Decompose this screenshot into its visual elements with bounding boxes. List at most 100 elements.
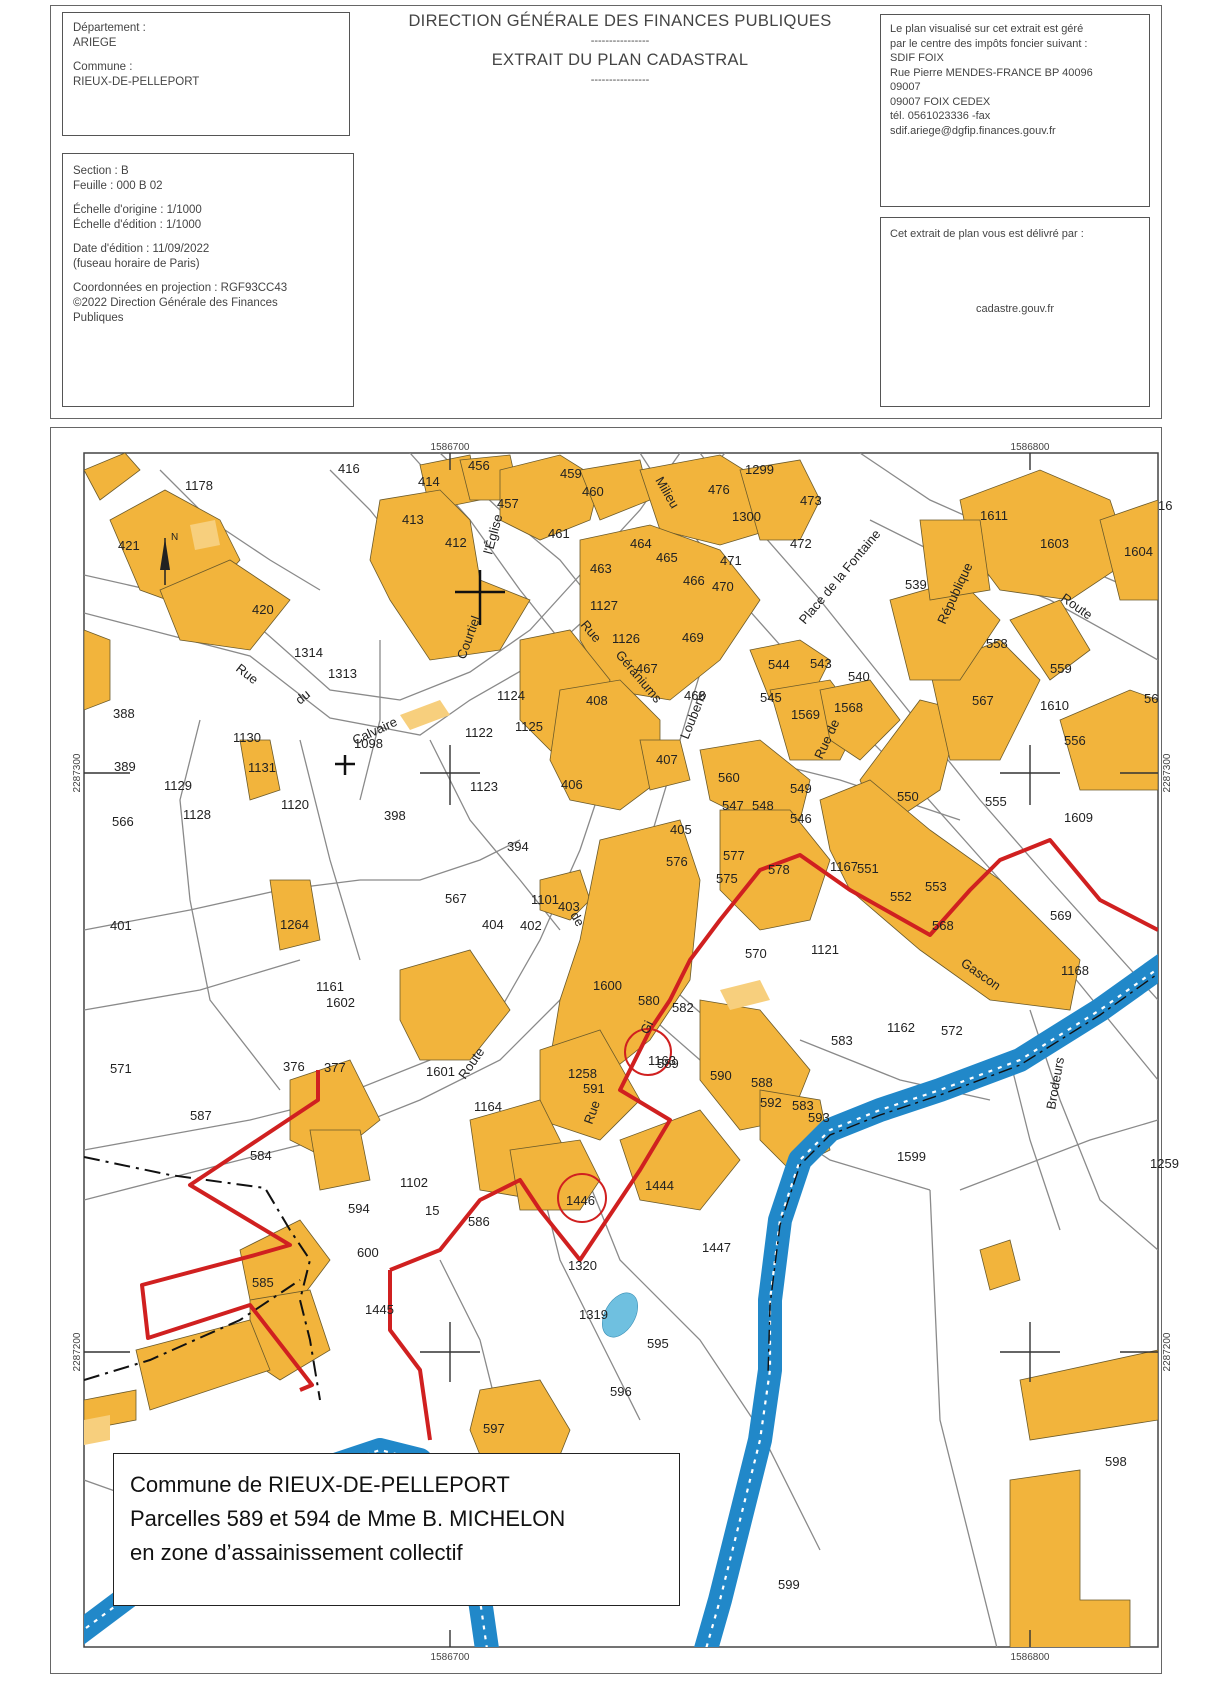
parcel-number-572: 572 <box>941 1023 963 1038</box>
coord-right-lower: 2287200 <box>1162 1332 1173 1371</box>
centre-line-2: par le centre des impôts foncier suivant… <box>890 37 1088 50</box>
parcel-number-551: 551 <box>857 861 879 876</box>
dept-value: ARIEGE <box>73 37 117 49</box>
parcel-number-1601: 1601 <box>426 1064 455 1079</box>
calvary-cross-icon <box>335 755 355 775</box>
parcel-number-569: 569 <box>1050 908 1072 923</box>
parcel-number-578: 578 <box>768 862 790 877</box>
parcel-number-1131: 1131 <box>248 760 276 775</box>
parcel-number-583: 583 <box>831 1033 853 1048</box>
commune-limit-east <box>767 972 1158 1376</box>
building <box>919 519 991 601</box>
parcel-number-1126: 1126 <box>612 631 640 646</box>
zone-boundary-east <box>389 838 1158 1272</box>
parcel-number-1447: 1447 <box>702 1240 731 1255</box>
delivered-by-box: Cet extrait de plan vous est délivré par… <box>880 217 1150 407</box>
parcel-number-1120: 1120 <box>281 797 309 812</box>
building <box>719 809 831 931</box>
parcel-number-1161: 1161 <box>316 979 344 994</box>
title-dashes-2: ---------------- <box>590 74 650 86</box>
parcel-number-582: 582 <box>672 1000 694 1015</box>
parcel-number-473: 473 <box>800 493 822 508</box>
parcel-number-414: 414 <box>418 474 440 489</box>
parcel-number-539: 539 <box>905 577 927 592</box>
building <box>309 1129 371 1191</box>
parcel-number-406: 406 <box>561 777 583 792</box>
scale-origin: Échelle d'origine : 1/1000 <box>73 204 202 216</box>
building <box>135 1319 271 1411</box>
parcel-number-556: 556 <box>1064 733 1086 748</box>
parcel-number-545: 545 <box>760 690 782 705</box>
parcel-number-388: 388 <box>113 706 135 721</box>
parcel-number-1163: 1163 <box>648 1053 676 1068</box>
parcel-number-398: 398 <box>384 808 406 823</box>
parcel-number-596: 596 <box>610 1384 632 1399</box>
parcel-number-1600: 1600 <box>593 978 622 993</box>
parcel-number-467: 467 <box>636 661 658 676</box>
dgfip-title: DIRECTION GÉNÉRALE DES FINANCES PUBLIQUE… <box>408 12 832 30</box>
parcel-number-1599: 1599 <box>897 1149 926 1164</box>
parcel-number-1098: 1098 <box>354 736 383 751</box>
parcel-number-597: 597 <box>483 1421 505 1436</box>
parcel-number-1604: 1604 <box>1124 544 1153 559</box>
centre-email: sdif.ariege@dgfip.finances.gouv.fr <box>890 124 1056 137</box>
parcel-number-1168: 1168 <box>1061 963 1089 978</box>
parcel-number-575: 575 <box>716 871 738 886</box>
parcel-number-540: 540 <box>848 669 870 684</box>
parcel-number-1320: 1320 <box>568 1258 597 1273</box>
centre-line-6: 09007 FOIX CEDEX <box>890 95 991 108</box>
grid-crosses <box>84 453 1158 1647</box>
commune-limit-west <box>84 1156 321 1401</box>
parcel-number-471: 471 <box>720 553 742 568</box>
parcel-number-552: 552 <box>890 889 912 904</box>
parcel-number-420: 420 <box>252 602 274 617</box>
parcel-number-1162: 1162 <box>887 1020 915 1035</box>
parcel-number-407: 407 <box>656 752 678 767</box>
parcel-number-1609: 1609 <box>1064 810 1093 825</box>
parcel-number-468: 468 <box>684 688 706 703</box>
parcel-number-548: 548 <box>752 798 774 813</box>
light-buildings <box>84 520 770 1445</box>
centre-line-1: Le plan visualisé sur cet extrait est gé… <box>890 23 1084 35</box>
building <box>1099 499 1158 601</box>
extract-title: EXTRAIT DU PLAN CADASTRAL <box>491 51 749 69</box>
location-box: Département : ARIEGE Commune : RIEUX-DE-… <box>62 12 350 136</box>
parcel-number-1602: 1602 <box>326 995 355 1010</box>
parcel-number-560: 560 <box>718 770 740 785</box>
parcel-number-457: 457 <box>497 496 519 511</box>
parcel-number-594: 594 <box>348 1201 370 1216</box>
building <box>1059 689 1158 791</box>
dept-label: Département : <box>73 22 146 34</box>
parcel-number-1128: 1128 <box>183 807 211 822</box>
parcel-number-376: 376 <box>283 1059 305 1074</box>
parcel-number-1446: 1446 <box>566 1193 595 1208</box>
parcel-number-549: 549 <box>790 781 812 796</box>
parcel-number-412: 412 <box>445 535 467 550</box>
parcel-number-1164: 1164 <box>474 1099 502 1114</box>
legend-box: Commune de RIEUX-DE-PELLEPORT Parcelles … <box>113 1453 680 1606</box>
parcel-number-1569: 1569 <box>791 707 820 722</box>
parcel-number-416: 416 <box>338 461 360 476</box>
feuille-text: Feuille : 000 B 02 <box>73 180 163 192</box>
parcel-number-463: 463 <box>590 561 612 576</box>
parcel-number-599: 599 <box>778 1577 800 1592</box>
parcel-number-553: 553 <box>925 879 947 894</box>
building <box>509 1139 601 1211</box>
coord-left-lower: 2287200 <box>72 1332 83 1371</box>
parcel-number-1610: 1610 <box>1040 698 1069 713</box>
parcel-number-568: 568 <box>932 918 954 933</box>
parcel-number-558: 558 <box>986 636 1008 651</box>
parcel-number-593: 593 <box>808 1110 830 1125</box>
parcel-number-405: 405 <box>670 822 692 837</box>
building <box>739 459 821 541</box>
parcel-labels: 1178416414456459460129947347613004721611… <box>110 458 1179 1592</box>
parcel-number-577: 577 <box>723 848 745 863</box>
building <box>1019 1349 1158 1441</box>
map-frame <box>50 427 1162 1674</box>
parcel-number-600: 600 <box>357 1245 379 1260</box>
legend-line-zone: en zone d’assainissement collectif <box>130 1540 463 1565</box>
building <box>539 869 591 921</box>
parcel-number-459: 459 <box>560 466 582 481</box>
parcel-number-461: 461 <box>548 526 570 541</box>
